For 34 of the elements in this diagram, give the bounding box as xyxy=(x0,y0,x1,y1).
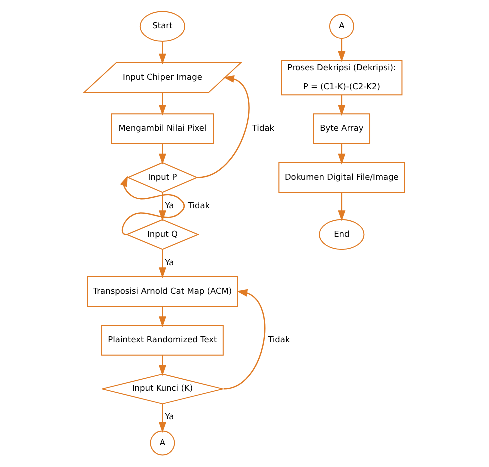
node-diamond: Input P xyxy=(126,162,198,194)
edge-label: Tidak xyxy=(188,200,210,210)
node-circle: A xyxy=(150,430,176,456)
edge-label: Tidak xyxy=(268,334,290,345)
arrow xyxy=(338,95,346,116)
arrow xyxy=(158,250,166,278)
node-box: Transposisi Arnold Cat Map (ACM) xyxy=(87,276,238,308)
edge-label: Ya xyxy=(165,257,174,268)
edge-label: Tidak xyxy=(252,123,275,134)
arrow xyxy=(224,289,266,390)
node-box: Mengambil Nilai Pixel xyxy=(111,114,214,144)
arrow xyxy=(158,42,166,65)
arrow xyxy=(338,192,346,222)
node-box: Byte Array xyxy=(313,114,370,144)
arrow xyxy=(338,38,346,62)
node-diamond: Input Kunci (K) xyxy=(102,374,224,405)
arrow xyxy=(158,92,166,116)
arrow xyxy=(158,192,166,222)
arrow xyxy=(338,144,346,165)
node-ellipse: Start xyxy=(140,11,186,42)
node-circle: A xyxy=(329,14,354,40)
arrow xyxy=(120,176,186,236)
edge-label: Ya xyxy=(165,412,174,422)
node-box: Proses Dekripsi (Dekripsi): P = (C1-K)-(C2-K2) xyxy=(281,60,403,96)
node-box: Plaintext Randomized Text xyxy=(102,325,224,356)
arrow xyxy=(158,355,166,376)
edge-label: Ya xyxy=(165,200,174,210)
arrow xyxy=(158,144,166,165)
arrow xyxy=(158,306,166,328)
arrow xyxy=(158,404,166,434)
node-box: Dokumen Digital File/Image xyxy=(278,162,406,194)
arrow xyxy=(198,75,250,178)
node-diamond: Input Q xyxy=(126,219,200,250)
node-ellipse: End xyxy=(319,219,365,250)
